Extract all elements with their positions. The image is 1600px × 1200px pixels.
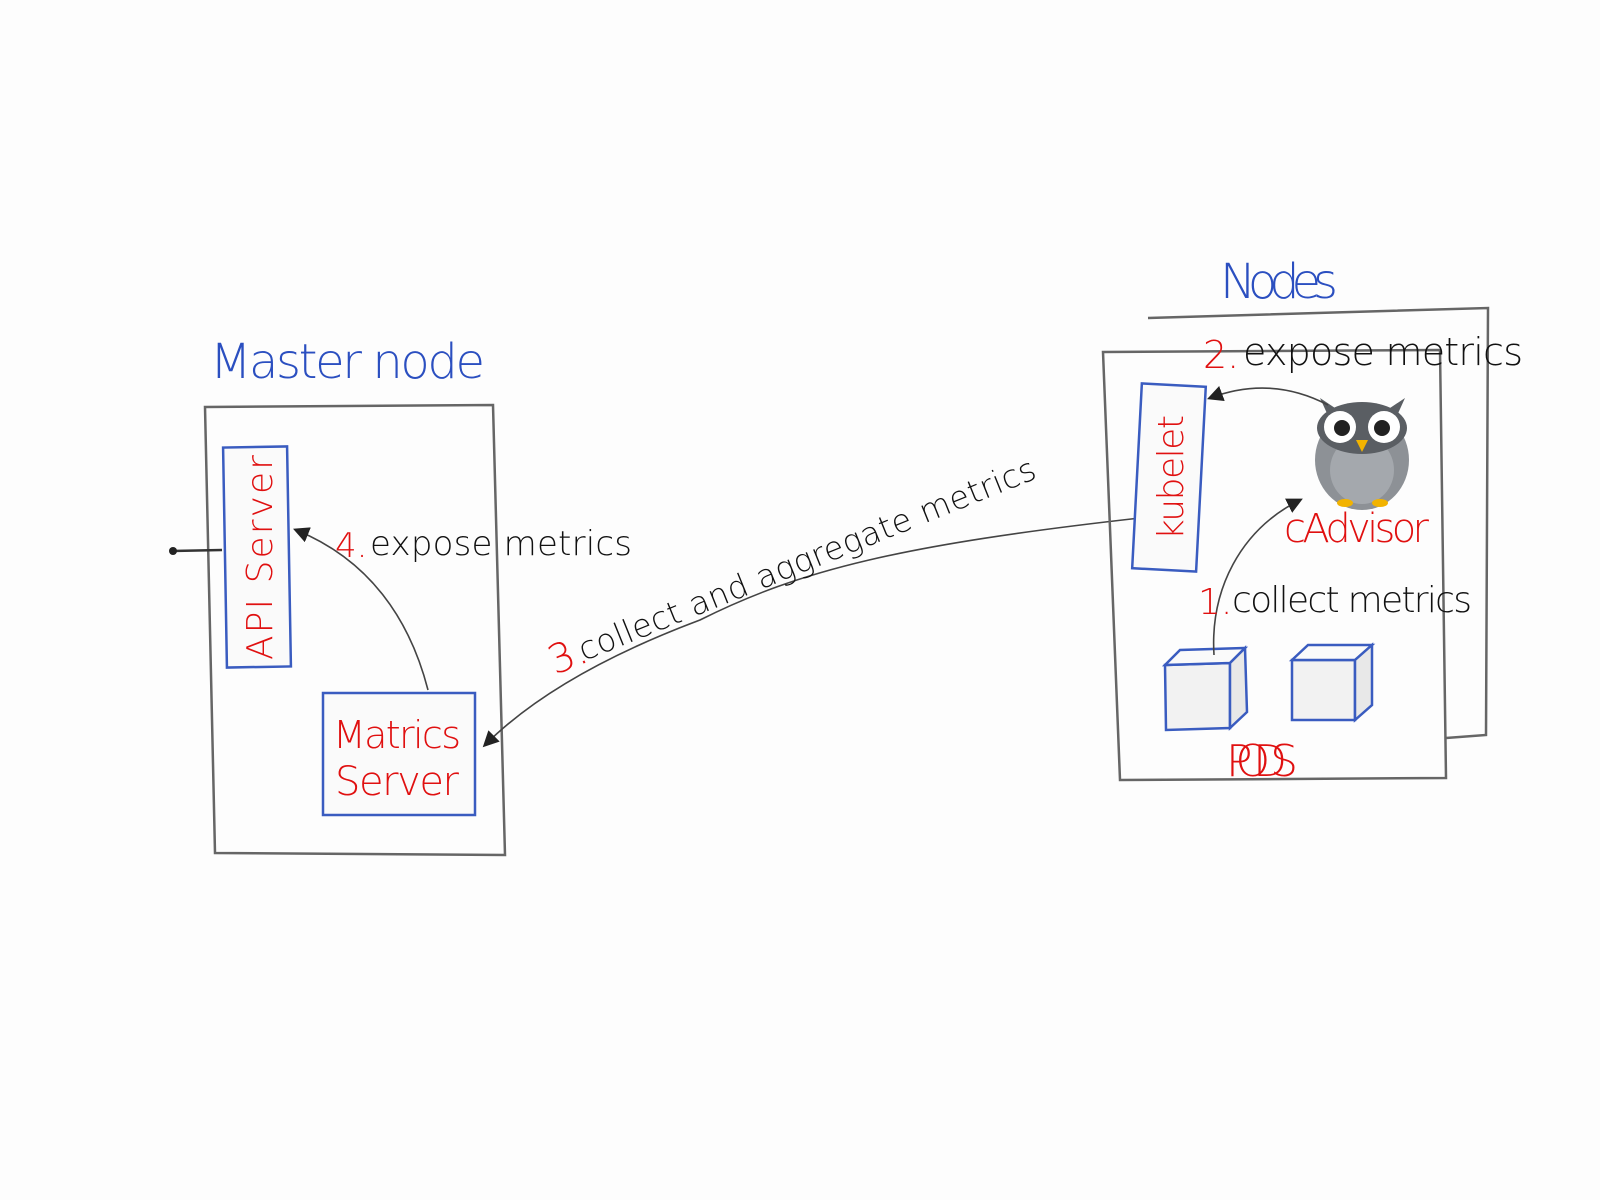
- kubelet-label: kubelet: [1151, 415, 1192, 540]
- step1-arrow: [1212, 498, 1303, 656]
- metrics-server-label-1: Matrics: [333, 713, 461, 757]
- pod-cube-icon: [1161, 645, 1249, 732]
- metrics-server-box: [321, 691, 477, 817]
- step3-arrow: [482, 517, 1141, 748]
- step3-label: collect and aggregate metrics: [573, 450, 1042, 669]
- step1-label: collect metrics: [1232, 580, 1472, 621]
- metrics-server-label-2: Server: [335, 759, 460, 805]
- api-outbound-dot: [169, 547, 177, 555]
- pods-label: PODS: [1226, 736, 1298, 787]
- nodes-title: Nodes: [1220, 254, 1338, 310]
- master-node-box: [203, 403, 507, 857]
- step2-arrow: [1207, 386, 1329, 406]
- pod-cube-icon: [1288, 642, 1376, 723]
- cadvisor-owl-icon: [1315, 398, 1409, 510]
- kubelet-box: [1130, 382, 1208, 573]
- api-outbound-arrow: [171, 548, 223, 553]
- nodes-front-box: [1101, 348, 1448, 782]
- step1-number: 1.: [1198, 582, 1232, 623]
- step4-label: expose metrics: [370, 524, 632, 564]
- step2-label: expose metrics: [1243, 330, 1523, 374]
- api-server-box: [221, 445, 293, 669]
- step2-number: 2.: [1203, 333, 1239, 377]
- step4-arrow: [293, 527, 429, 691]
- cadvisor-label: cAdvisor: [1284, 506, 1430, 552]
- api-server-label: API Server: [240, 455, 281, 660]
- nodes-back-box: [1147, 306, 1490, 740]
- master-node-title: Master node: [210, 334, 485, 390]
- step4-number: 4.: [335, 526, 367, 566]
